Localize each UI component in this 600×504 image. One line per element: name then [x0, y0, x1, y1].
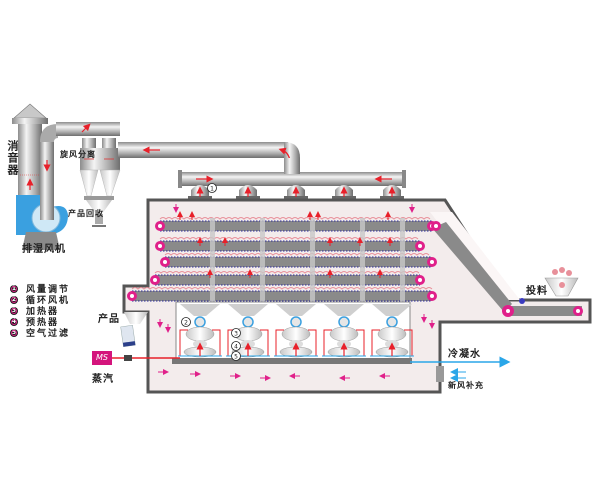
callout-5: 5 — [231, 351, 241, 361]
callout-1: 1 — [207, 183, 217, 193]
callout-number: 2 — [184, 320, 188, 327]
legend-label: 风量调节 — [26, 285, 71, 295]
legend-label: 加热器 — [26, 307, 60, 317]
heater-unit — [178, 304, 222, 358]
steam-label: 蒸汽 — [92, 374, 114, 385]
product-layer — [131, 287, 433, 290]
callout-number: 3 — [234, 331, 238, 338]
legend-label: 预热器 — [26, 318, 60, 328]
heater-coil — [371, 329, 380, 356]
exhaust-hood — [236, 185, 260, 200]
circulation-fan — [338, 316, 350, 328]
circulation-fan — [386, 316, 398, 328]
support-column — [360, 218, 365, 302]
support-column — [400, 218, 405, 302]
circulation-fan — [194, 316, 206, 328]
fresh-air-inlet — [436, 366, 466, 382]
exhaust-manifold — [178, 158, 406, 200]
legend-number-icon: 4 — [10, 317, 18, 326]
support-column — [260, 218, 265, 302]
heater-coil — [323, 329, 332, 356]
heater-coil — [308, 329, 317, 356]
product-layer — [154, 271, 420, 274]
legend-item: 4 预热器 — [10, 316, 70, 328]
steam-line — [112, 355, 180, 361]
legend-item: 2 循环风机 — [10, 294, 71, 306]
exhaust-hood — [332, 185, 356, 200]
feed-hopper — [544, 267, 579, 297]
silencer-label: 消音器 — [6, 140, 19, 176]
incline-conveyor — [431, 221, 583, 317]
heater-coil — [404, 329, 413, 356]
legend-number-icon: 2 — [10, 295, 18, 304]
cyclone-label: 旋风分离 — [60, 149, 96, 159]
manifold-riser — [284, 158, 300, 174]
callout-4: 4 — [231, 341, 241, 351]
circulation-fan — [290, 316, 302, 328]
condensate-label: 冷凝水 — [448, 349, 481, 360]
heater-bay — [172, 301, 414, 364]
legend-number-icon: 5 — [10, 328, 18, 337]
legend-item: 1 风量调节 — [10, 283, 71, 295]
legend: 1 风量调节 2 循环风机 3 加热器 4 预热器 5 空气过滤 — [10, 283, 71, 339]
product-layer — [164, 253, 430, 256]
callout-2: 2 — [181, 317, 191, 327]
air-flow-arrows — [157, 204, 435, 381]
legend-number-icon: 3 — [10, 306, 18, 315]
callout-number: 4 — [234, 344, 238, 351]
exhaust-hood — [188, 185, 212, 200]
product-outlet — [120, 312, 148, 348]
fresh-air-label: 新风补充 — [448, 380, 484, 390]
heater-coil — [275, 329, 284, 356]
product-recovery-label: 产品回收 — [68, 208, 104, 218]
product-label: 产品 — [98, 314, 120, 325]
exhaust-fan-label: 排湿风机 — [22, 244, 66, 255]
legend-number-icon: 1 — [10, 284, 18, 293]
product-layer — [159, 217, 431, 220]
support-column — [210, 218, 215, 302]
steam-source-box: MS — [92, 351, 112, 365]
heater-coil — [356, 329, 365, 356]
conveyor-belt — [160, 253, 437, 268]
legend-item: 5 空气过滤 — [10, 327, 71, 339]
callout-number: 1 — [210, 186, 214, 193]
circulation-fan — [242, 316, 254, 328]
callout-number: 5 — [234, 354, 238, 361]
feed-label: 投料 — [526, 286, 548, 297]
cyclone-separator — [79, 123, 121, 227]
exhaust-hood — [380, 185, 404, 200]
heater-unit — [322, 304, 366, 358]
conveyor-belts — [127, 217, 437, 302]
legend-item: 3 加热器 — [10, 305, 70, 317]
exhaust-hood — [284, 185, 308, 200]
component-callouts: 1 2 3 4 5 — [181, 183, 241, 361]
conveyor-belt — [150, 271, 425, 286]
heater-coil — [179, 329, 188, 356]
heater-unit — [274, 304, 318, 358]
heater-unit — [370, 304, 414, 358]
heater-coil — [260, 329, 269, 356]
callout-3: 3 — [231, 328, 241, 338]
legend-label: 循环风机 — [26, 296, 71, 306]
legend-label: 空气过滤 — [26, 329, 71, 339]
heater-coil — [212, 329, 221, 356]
support-column — [310, 218, 315, 302]
conveyor-belt — [127, 287, 437, 302]
